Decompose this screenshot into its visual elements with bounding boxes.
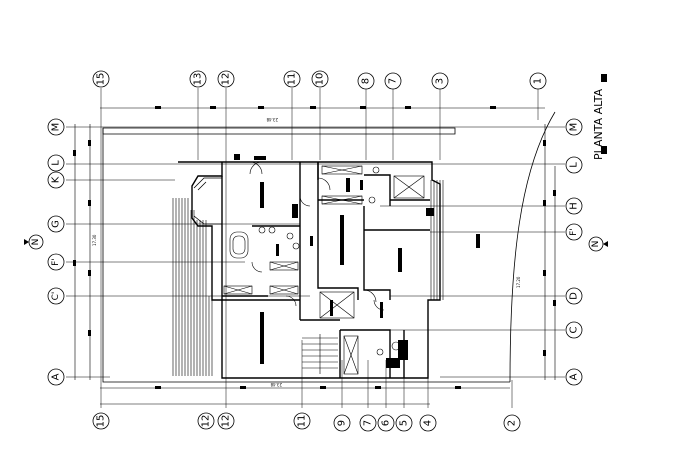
dimension-ticks [73,106,556,389]
dim-right-text: 17.20 [516,276,521,288]
dimension-lines [74,107,556,405]
grid-right-label: D [569,292,580,300]
plot-boundary [102,111,556,383]
grid-top-label: 13 [193,73,204,86]
left-terrace-stripes [172,198,213,376]
dimension-texts: 23.48 23.48 17.30 17.20 [92,117,521,387]
grid-right-label: H [569,202,580,210]
title-marks [601,74,607,154]
right-terrace-stripes [430,180,444,300]
grid-top-label: 11 [287,73,298,86]
fixtures [223,165,425,375]
grid-left-label: A [51,373,62,380]
grid-left-label: L [51,160,62,166]
bay-window [193,177,222,225]
grid-left-label: M [51,123,62,132]
grid-top-label: 10 [315,73,326,86]
grid-top-label: 3 [435,78,446,84]
grid-right-label: A [569,373,580,380]
grid-top-label: 8 [361,78,372,84]
grid-top-label: 12 [221,73,232,86]
grid-top-label: 1 [533,78,544,84]
grid-left-label: C' [51,292,61,301]
grid-bottom-label: 11 [297,415,308,428]
room-marks [234,154,480,368]
doors [249,161,385,311]
grid-right-label: L [569,162,580,168]
grid-bottom-label: 2 [507,420,518,426]
grid-left-label: K [51,176,62,183]
grid-top-label: 7 [388,78,399,84]
grid-bottom-label: 12 [201,415,212,428]
north-arrows [24,239,608,247]
grid-right-label: C [569,326,580,333]
north-arrow-right-label: N [591,241,601,248]
grid-left-label: F' [51,258,61,266]
grid-bottom-label: 9 [337,420,348,426]
grid-bottom-label: 15 [96,415,107,428]
house-walls [178,161,441,379]
plan-title: PLANTA ALTA [588,70,610,160]
grid-right-label: F' [569,228,579,236]
north-arrow-left-label: N [31,239,41,246]
dim-left-text: 17.30 [92,234,97,246]
dim-bottom-text: 23.48 [270,382,282,387]
grid-bottom-label: 4 [423,420,434,426]
grid-bottom-label: 7 [363,420,374,426]
grid-bottom-label: 12 [221,415,232,428]
grid-left-label: G [51,220,62,228]
grid-bubbles [28,70,604,432]
grid-bottom-label: 6 [381,420,392,426]
plan-title-text: PLANTA ALTA [592,88,605,160]
grid-lines [66,88,565,408]
grid-right-label: M [569,123,580,132]
bubble-labels: 15 13 12 11 10 8 7 3 1 15 12 12 11 9 7 6… [31,73,601,428]
sanitary-fixtures [258,166,408,356]
grid-top-label: 15 [96,73,107,86]
dim-top-text: 23.48 [266,117,278,122]
grid-bottom-label: 5 [399,420,410,426]
